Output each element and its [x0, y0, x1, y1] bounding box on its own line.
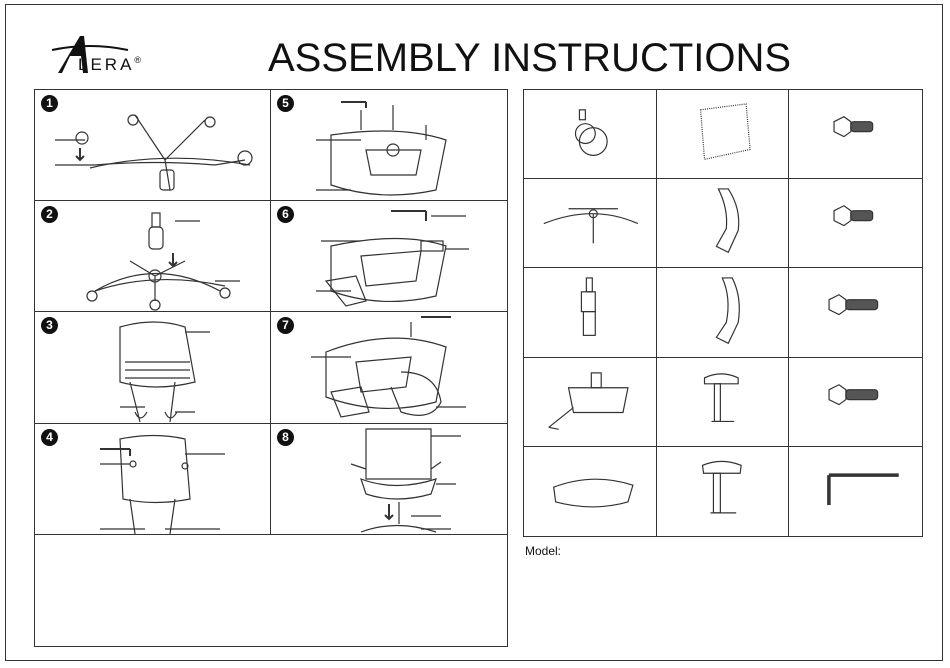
logo-text: LERA	[78, 55, 134, 74]
back-bracket-icon	[657, 179, 789, 267]
seat-cushion-icon	[524, 447, 656, 536]
parts-list-grid	[523, 89, 923, 537]
armrest-pad-icon	[657, 447, 789, 536]
base-icon	[524, 179, 656, 267]
gas-lift-into-base-diagram	[35, 201, 271, 312]
part-back-bracket	[657, 179, 790, 268]
page-title: ASSEMBLY INSTRUCTIONS	[268, 36, 791, 81]
step-1: 1	[35, 90, 271, 201]
logo-wordmark: LERA®	[78, 55, 141, 75]
caster-icon	[524, 90, 656, 178]
back-frame-diagram	[35, 312, 271, 423]
step-6: 6	[271, 201, 507, 312]
part-bolt-3	[789, 268, 922, 357]
part-bolt-2	[789, 179, 922, 268]
arm-brackets-diagram	[271, 201, 507, 312]
part-gas-lift	[524, 268, 657, 357]
step-number: 4	[41, 429, 58, 446]
hex-key-icon	[789, 447, 922, 536]
step-8: 8	[271, 424, 507, 535]
part-caster	[524, 90, 657, 179]
model-label: Model:	[525, 544, 561, 558]
part-back-bracket-curved	[657, 268, 790, 357]
casters-into-base-diagram	[35, 90, 271, 201]
step-number: 1	[41, 95, 58, 112]
bolt-long-icon	[789, 358, 922, 446]
step-number: 5	[277, 95, 294, 112]
assembly-steps-grid: 1 5 2	[34, 89, 508, 647]
back-bracket-diagram	[271, 312, 507, 423]
armrest-icon	[657, 358, 789, 446]
bolt-long-icon	[789, 268, 922, 356]
part-armrest	[657, 358, 790, 447]
bolt-icon	[789, 90, 922, 178]
part-bolt-1	[789, 90, 922, 179]
gas-lift-icon	[524, 268, 656, 356]
part-backrest	[657, 90, 790, 179]
part-hex-key	[789, 447, 922, 536]
backrest-screws-diagram	[35, 424, 271, 535]
back-bracket-curved-icon	[657, 268, 789, 356]
backrest-icon	[657, 90, 789, 178]
step-3: 3	[35, 312, 271, 423]
step-number: 8	[277, 429, 294, 446]
step-2: 2	[35, 201, 271, 312]
mechanism-to-seat-diagram	[271, 90, 507, 201]
part-seat-cushion	[524, 447, 657, 536]
mechanism-icon	[524, 358, 656, 446]
step-4: 4	[35, 424, 271, 535]
part-armrest-pad	[657, 447, 790, 536]
step-5: 5	[271, 90, 507, 201]
seat-onto-base-diagram	[271, 424, 507, 535]
part-bolt-4	[789, 358, 922, 447]
registered-mark: ®	[134, 55, 141, 65]
step-7: 7	[271, 312, 507, 423]
part-base	[524, 179, 657, 268]
part-mechanism	[524, 358, 657, 447]
bolt-icon	[789, 179, 922, 267]
